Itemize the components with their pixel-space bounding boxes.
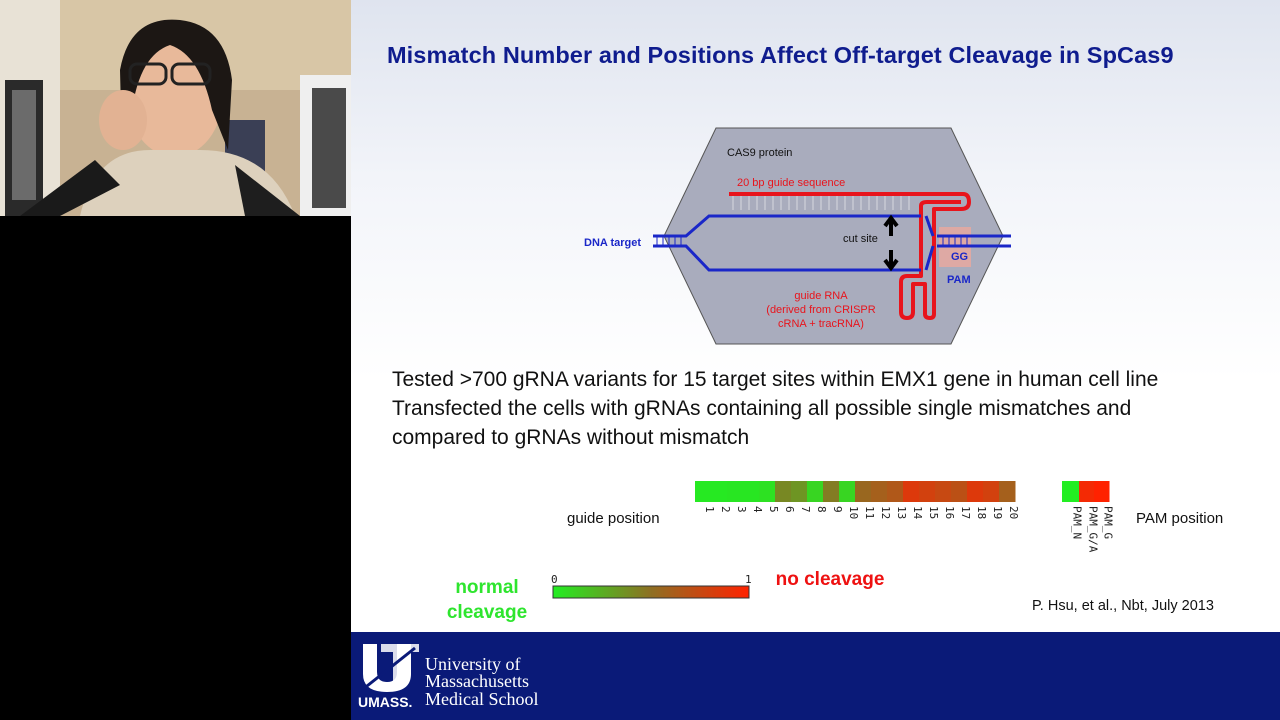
heatmap-cell-guide <box>967 481 984 502</box>
webcam-image <box>0 0 351 216</box>
bullet-text: Tested >700 gRNA variants for 15 target … <box>392 368 1159 391</box>
guide-position-tick: 16 <box>943 506 956 519</box>
presentation-slide: Mismatch Number and Positions Affect Off… <box>351 0 1280 632</box>
no-cleavage-label: no cleavage <box>775 569 885 590</box>
guide-rna-strand <box>729 192 971 320</box>
heatmap-cell-guide <box>919 481 936 502</box>
dna-base-pairs <box>656 236 968 246</box>
heatmap-cell-guide <box>775 481 792 502</box>
umass-logo-icon <box>357 638 423 694</box>
gg-label: GG <box>951 251 969 263</box>
heatmap-cell-pam <box>1079 481 1095 502</box>
guide-position-tick: 15 <box>927 506 940 519</box>
cut-site-arrow-up <box>883 214 899 236</box>
pam-label: PAM <box>947 274 971 286</box>
heatmap-cell-guide <box>951 481 968 502</box>
heatmap-cell-guide <box>855 481 872 502</box>
color-scale-bar <box>552 585 750 599</box>
guide-position-tick: 2 <box>719 506 732 513</box>
heatmap-cell-guide <box>695 481 712 502</box>
heatmap-cell-guide <box>903 481 920 502</box>
webcam-video-feed <box>0 0 351 216</box>
guide-position-tick: 12 <box>879 506 892 519</box>
guide-position-tick: 9 <box>831 506 844 513</box>
heatmap-cell-guide <box>887 481 904 502</box>
cas9-diagram <box>653 127 1011 345</box>
guide-position-tick: 17 <box>959 506 972 519</box>
heatmap-cell-guide <box>759 481 776 502</box>
heatmap-cell-guide <box>999 481 1016 502</box>
heatmap-cell-guide <box>983 481 1000 502</box>
guide-position-tick: 14 <box>911 506 924 520</box>
guide-position-tick: 10 <box>847 506 860 519</box>
heatmap-cell-guide <box>807 481 824 502</box>
pam-position-label: PAM position <box>1136 510 1224 527</box>
citation: P. Hsu, et al., Nbt, July 2013 <box>1032 598 1214 614</box>
scale-min-label: 0 <box>551 573 558 586</box>
guide-rna-label-line: cRNA + tracRNA) <box>778 318 864 330</box>
guide-position-tick: 8 <box>815 506 828 513</box>
heatmap-cell-guide <box>791 481 808 502</box>
guide-sequence-label: 20 bp guide sequence <box>737 177 846 189</box>
heatmap-cell-guide <box>743 481 760 502</box>
heatmap-cell-guide <box>871 481 888 502</box>
cut-site-label: cut site <box>843 233 878 245</box>
guide-position-tick: 13 <box>895 506 908 519</box>
institution-name-line: University of <box>425 654 521 674</box>
cut-site-arrow-down <box>883 250 899 272</box>
guide-position-tick: 4 <box>751 506 764 513</box>
dna-target-label: DNA target <box>584 237 642 249</box>
guide-position-tick: 3 <box>735 506 748 513</box>
bullet-text: Transfected the cells with gRNAs contain… <box>392 397 1132 420</box>
cas9-protein-label: CAS9 protein <box>727 147 793 159</box>
heatmap-cell-pam <box>1062 481 1080 502</box>
pam-position-tick: PAM_G <box>1102 506 1115 539</box>
pam-position-tick: PAM_G/A <box>1087 506 1100 553</box>
heatmap-cell-guide <box>839 481 856 502</box>
heatmap-cell-guide <box>711 481 728 502</box>
guide-base-pairs <box>732 196 910 210</box>
normal-cleavage-label: normal cleavage <box>446 577 528 623</box>
empty-video-area <box>0 216 351 720</box>
guide-position-tick: 7 <box>799 506 812 513</box>
guide-position-tick: 6 <box>783 506 796 513</box>
institution-name-line: Medical School <box>425 689 539 709</box>
color-scale: 0 1 <box>551 573 752 599</box>
guide-position-tick: 1 <box>703 506 716 513</box>
guide-rna-label: guide RNA (derived from CRISPR cRNA + tr… <box>751 289 891 331</box>
guide-position-tick: 20 <box>1007 506 1020 519</box>
slide-title: Mismatch Number and Positions Affect Off… <box>387 42 1174 68</box>
scale-max-label: 1 <box>745 573 752 586</box>
guide-position-tick: 19 <box>991 506 1004 519</box>
slide-footer-banner: UMASS. University of Massachusetts Medic… <box>351 632 1280 720</box>
institution-name-line: Massachusetts <box>425 671 529 691</box>
heatmap-cell-guide <box>935 481 952 502</box>
heatmap-cell-guide <box>823 481 840 502</box>
heatmap-cell-pam <box>1094 481 1110 502</box>
umass-wordmark: UMASS. <box>358 694 413 710</box>
heatmap-cell-guide <box>727 481 744 502</box>
guide-rna-label-line: guide RNA <box>794 290 848 302</box>
guide-position-label: guide position <box>567 510 660 527</box>
guide-position-tick: 5 <box>767 506 780 513</box>
guide-position-tick: 11 <box>863 506 876 519</box>
guide-rna-label-line: (derived from CRISPR <box>766 304 876 316</box>
guide-position-tick: 18 <box>975 506 988 519</box>
bullet-text: compared to gRNAs without mismatch <box>392 426 750 449</box>
pam-position-tick: PAM_N <box>1071 506 1084 539</box>
